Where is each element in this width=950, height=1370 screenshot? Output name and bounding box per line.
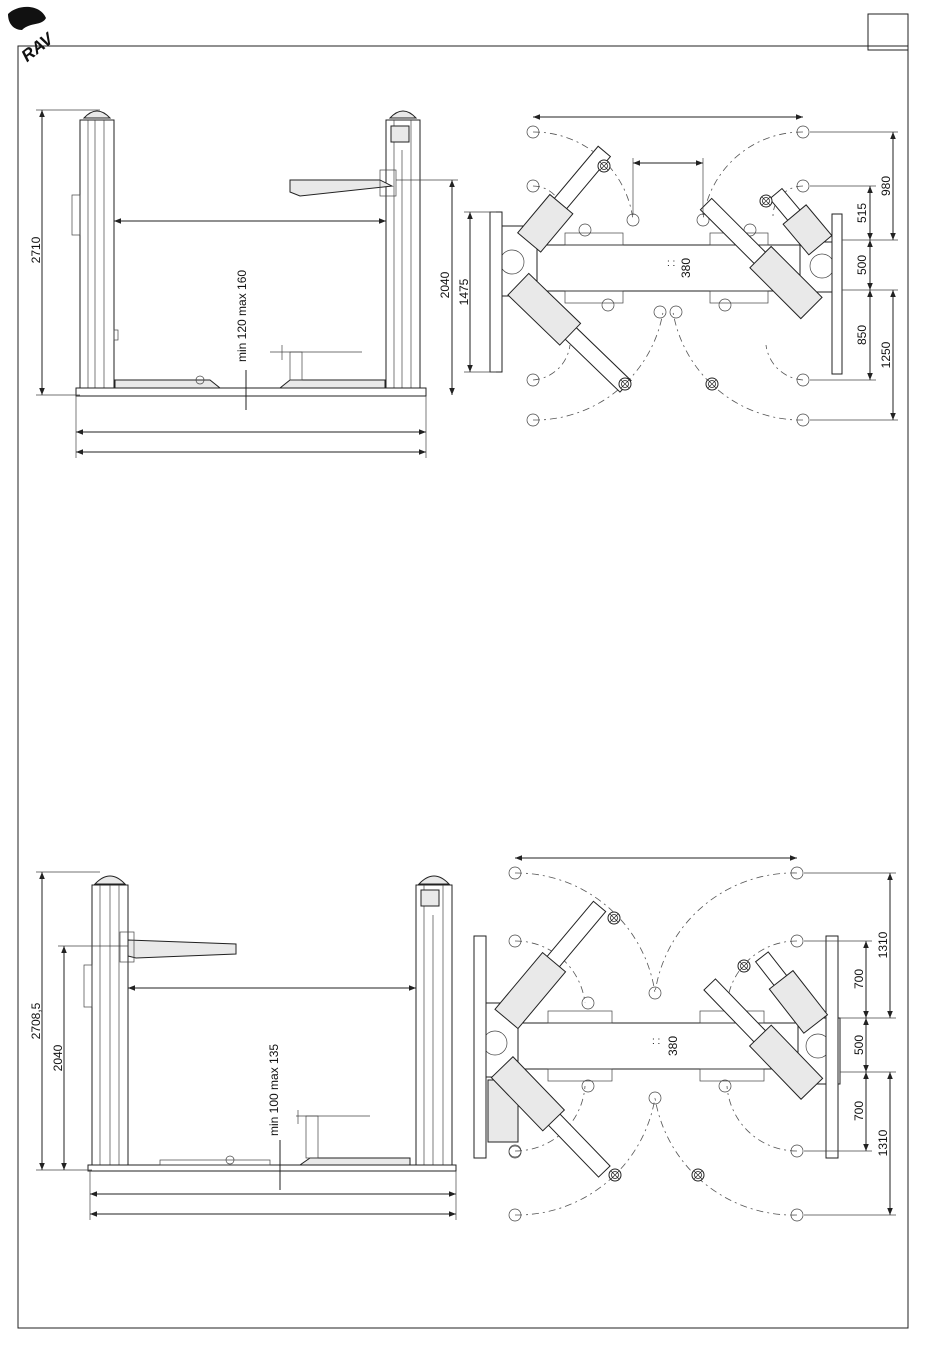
dim-pad-range-bottom: min 100 max 135: [267, 1044, 281, 1136]
brand-logo: RAV: [8, 7, 58, 66]
dim-rail-length-top: 1475: [457, 278, 471, 305]
bottom-plan-view: 380 : : 1310 700 50: [474, 858, 896, 1221]
top-plan-view: 380 : : 1475: [457, 117, 898, 426]
dim-total-height-top: 2710: [29, 236, 43, 263]
dim-980: 980: [879, 176, 893, 196]
page-number-box: [868, 14, 908, 50]
dim-1310-upper: 1310: [876, 931, 890, 958]
dim-platform-height-bottom: 2040: [51, 1044, 65, 1071]
dim-platform-height-top: 2040: [438, 271, 452, 298]
logo-text: RAV: [18, 28, 58, 65]
bottom-side-view: 2708,5 2040 min 100 max 135: [29, 872, 456, 1220]
dim-gap-top: 380: [679, 258, 693, 278]
dim-700-upper: 700: [852, 969, 866, 989]
dim-gap-bottom: 380: [666, 1036, 680, 1056]
dim-515: 515: [855, 203, 869, 223]
dim-500-bottom: 500: [852, 1035, 866, 1055]
gap-marker-bottom: : :: [652, 1036, 660, 1047]
dim-pad-range-top: min 120 max 160: [235, 270, 249, 362]
gap-marker: : :: [667, 258, 675, 269]
dim-1250: 1250: [879, 341, 893, 368]
dim-500-top: 500: [855, 255, 869, 275]
dim-700-lower: 700: [852, 1101, 866, 1121]
top-side-view: 2710 2040 min 120 max 160: [29, 110, 458, 458]
dim-total-height-bottom: 2708,5: [29, 1002, 43, 1039]
sheet-frame: [18, 14, 908, 1328]
dim-1310-lower: 1310: [876, 1129, 890, 1156]
dim-850: 850: [855, 325, 869, 345]
